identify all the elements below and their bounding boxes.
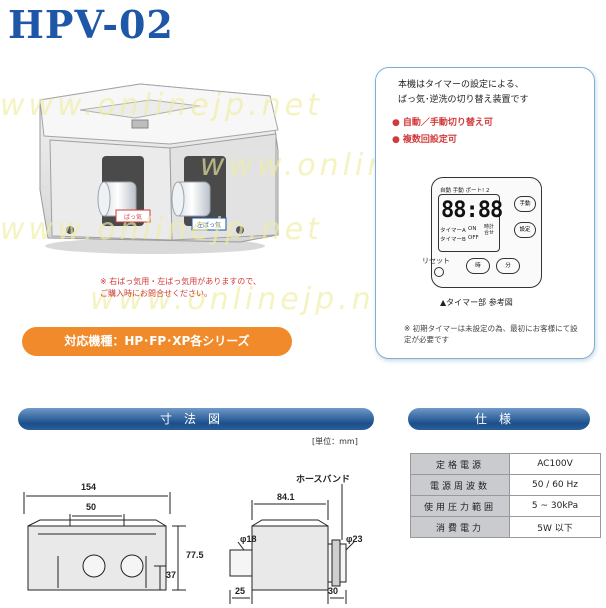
dim-offset-right: 30 [328, 586, 339, 596]
specs-header: 仕様 [408, 408, 590, 430]
feature-panel: 本機はタイマーの設定による、 ばっ気･逆洗の切り替え装置です ●自動／手動切り替… [375, 67, 595, 359]
dimension-drawing [23, 484, 355, 604]
reset-label: リセット [422, 257, 450, 265]
left-port-plate: ばっ気 [123, 214, 142, 221]
on-label: ON [468, 226, 477, 232]
product-illustration [39, 83, 279, 254]
dim-inner: 50 [86, 502, 97, 512]
timer-diagram: 自動 手動 ポート! 2 88:88 タイマーA ON タイマーB OFF 時計… [431, 177, 542, 288]
hose-band-label: ホースバンド [296, 474, 351, 484]
timer-b-label: タイマーB [440, 237, 466, 243]
hour-button[interactable]: 時 [466, 258, 490, 274]
mode-manual-label: 手動 [452, 188, 464, 194]
dim-pipe-right: φ23 [346, 534, 363, 544]
timer-note: ※ 初期タイマーは未設定の為、最初にお客様にて設定が必要です [404, 324, 578, 344]
model-note: ※ 右ばっ気用・左ばっ気用がありますので、 ご購入時にお問合せください。 [100, 277, 261, 298]
dim-height: 77.5 [186, 550, 204, 560]
dim-low-height: 37 [166, 570, 177, 580]
dim-pipe-left: φ18 [240, 534, 257, 544]
timer-a-label: タイマーA [440, 228, 466, 234]
product-title: HPV-02 [8, 2, 174, 47]
unit-label: [単位：mm] [312, 437, 358, 446]
feature-intro: 本機はタイマーの設定による、 ばっ気･逆洗の切り替え装置です [398, 80, 529, 105]
minute-button[interactable]: 分 [496, 258, 520, 274]
timer-caption: ▲タイマー部 参考図 [440, 298, 513, 307]
manual-button[interactable]: 手動 [514, 196, 536, 212]
feature-item: ●自動／手動切り替え可 [392, 118, 493, 128]
mode-auto-label: 自動 [440, 188, 452, 194]
clock-set-label: 時計 合せ [484, 224, 495, 236]
off-label: OFF [468, 235, 479, 241]
watermark: www.onlinejp.net [90, 282, 413, 317]
reset-button[interactable] [434, 267, 444, 277]
port-label: ポート! 2 [465, 188, 490, 194]
set-button[interactable]: 設定 [514, 222, 536, 238]
dim-offset-left: 25 [235, 586, 246, 596]
feature-item: ●複数回設定可 [392, 135, 457, 145]
watermark: www.onlinejp.net [0, 88, 323, 123]
dim-depth: 84.1 [277, 492, 295, 502]
watermark: www.onlinejp.net [0, 212, 323, 247]
compatible-models-badge: 対応機種：HP･FP･XP各シリーズ [22, 327, 292, 356]
right-port-plate: 左ばっ気 [196, 222, 221, 229]
timer-display: 88:88 [441, 198, 503, 223]
dimensions-header: 寸法図 [18, 408, 374, 430]
dim-width: 154 [81, 482, 97, 492]
